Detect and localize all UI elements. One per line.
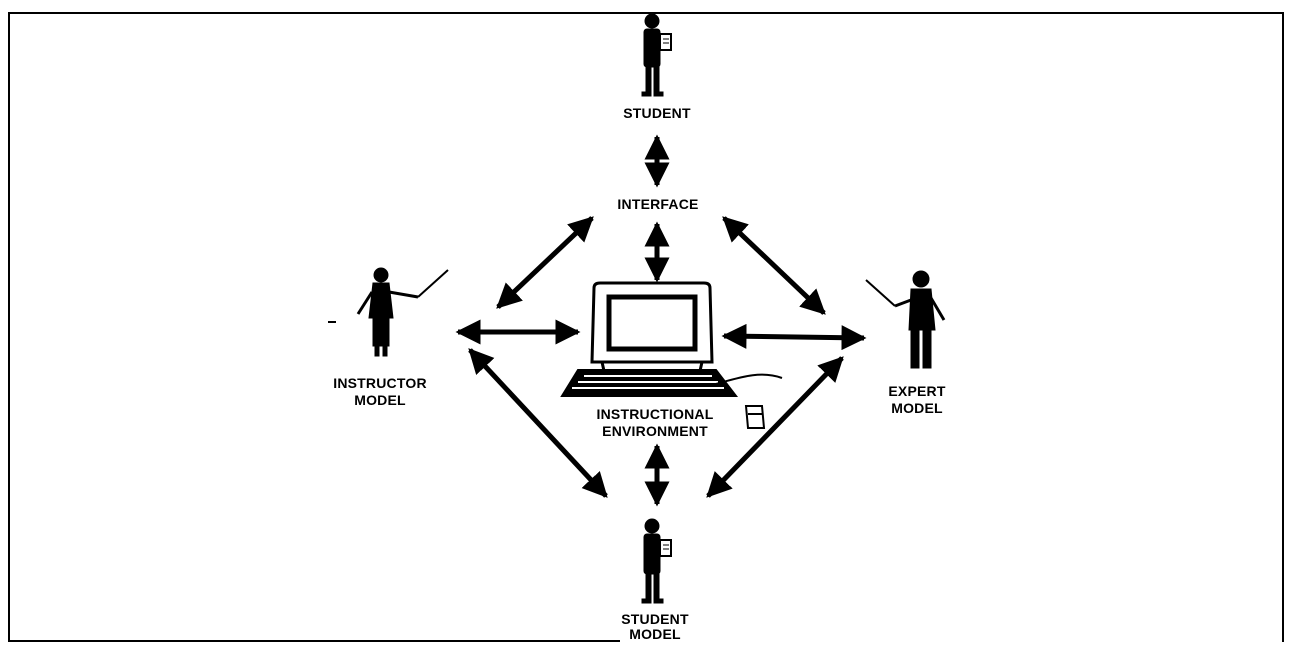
instructor-figure-icon [328, 267, 449, 357]
arrow-expert-student-model [706, 356, 844, 498]
computer-icon [560, 281, 783, 429]
expert-model-label-line1: EXPERT [888, 383, 946, 399]
diagram-frame [8, 12, 1284, 642]
arrow-interface-instructor [496, 216, 594, 309]
interface-label: INTERFACE [617, 196, 699, 212]
student-figure-icon [641, 13, 672, 97]
student-label: STUDENT [623, 105, 691, 121]
student-model-label: STUDENT MODEL [605, 612, 705, 642]
connection-arrows [455, 134, 867, 507]
instructional-environment-label: INSTRUCTIONAL ENVIRONMENT [580, 406, 730, 440]
student-model-figure-icon [641, 518, 672, 604]
instructor-model-label: INSTRUCTOR MODEL [325, 375, 435, 409]
arrow-expert-environment [721, 323, 867, 351]
expert-figure-icon [865, 270, 946, 369]
expert-model-label: EXPERT MODEL [872, 383, 962, 417]
instructor-model-label-line1: INSTRUCTOR [333, 375, 427, 391]
instructor-model-label-line2: MODEL [354, 392, 406, 408]
expert-model-label-line2: MODEL [891, 400, 943, 416]
arrow-interface-expert [722, 216, 826, 315]
arrow-instructor-student-model [468, 348, 608, 498]
diagram-frame-bottom [8, 640, 620, 642]
student-model-label-line2: MODEL [629, 626, 681, 642]
instructional-environment-label-line2: ENVIRONMENT [602, 423, 708, 439]
student-model-label-line1: STUDENT [621, 611, 689, 627]
instructional-environment-label-line1: INSTRUCTIONAL [596, 406, 714, 422]
